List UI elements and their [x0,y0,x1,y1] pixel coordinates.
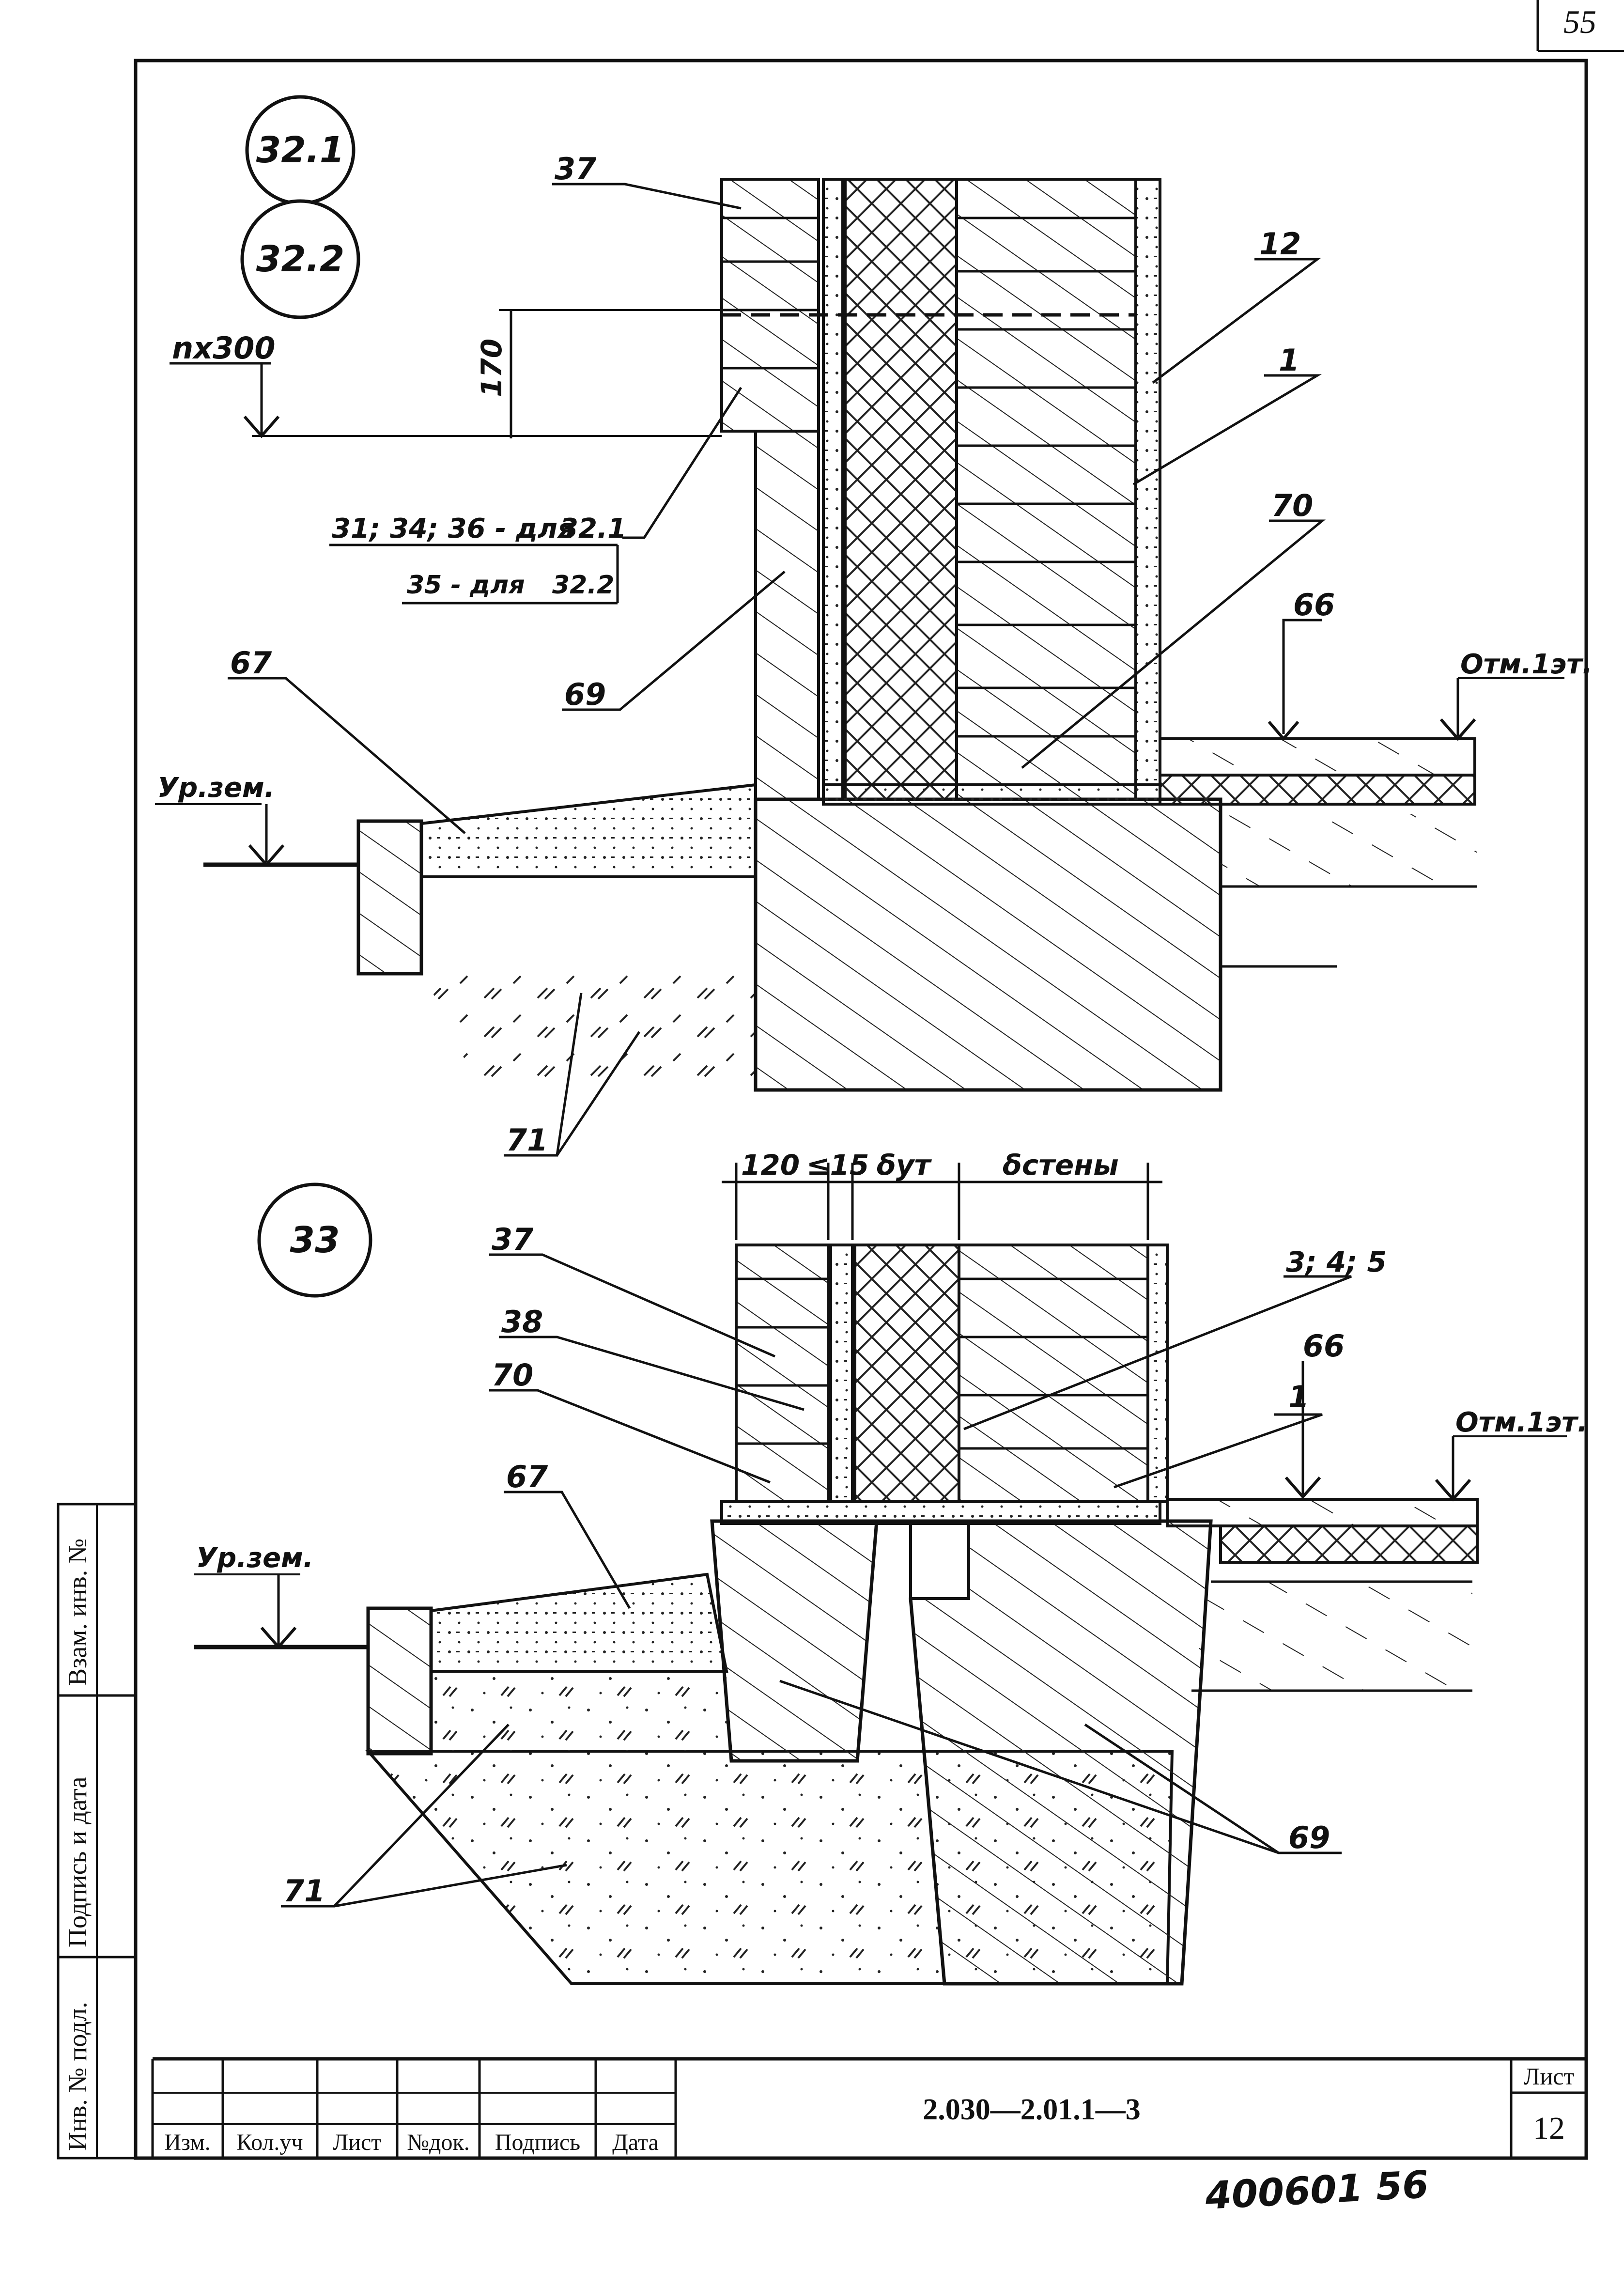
callout-12-a: 12 [1259,226,1301,262]
drawing-code: 2.030—2.01.1—3 [923,2093,1141,2126]
inner-plaster-b [1146,1244,1169,1503]
callout-66-b: 66 [1303,1328,1345,1364]
marker-label-32-2: 32.2 [256,238,345,280]
callout-1-b: 1 [1288,1379,1309,1415]
callout-70-a: 70 [1271,488,1313,523]
dim-insulation: δут [877,1149,932,1182]
sheet-number: 12 [1533,2111,1565,2146]
detail-marker-33 [257,1182,372,1298]
tb-header-list: Лист [333,2130,382,2155]
note-line2-ref: 32.2 [552,571,614,600]
soil-backfill [358,969,756,1080]
callout-66-a: 66 [1293,587,1335,622]
inner-masonry [955,178,1137,801]
callout-71-a: 71 [506,1122,548,1158]
callout-67-b: 67 [506,1459,548,1494]
dim-15: ≤15 [806,1149,869,1182]
tb-header-ndok: №док. [407,2130,470,2155]
detail-a: 32.1 32.2 [155,95,1593,1158]
callout-37-b: 37 [492,1222,534,1257]
blind-area-concrete [420,783,757,878]
stamp-inv-label: Инв. № подл. [63,2002,92,2151]
callout-345-b: 3; 4; 5 [1286,1245,1387,1278]
air-gap-mortar [822,178,844,801]
stamp-vzam-label: Взам. инв. № [63,1539,92,1686]
tb-header-podpis: Подпись [495,2130,580,2155]
waterproofing-base-b [720,1500,1161,1525]
tb-header-izm: Изм. [164,2130,210,2155]
marker-label-33: 33 [290,1219,340,1261]
callout-67-a: 67 [230,645,272,681]
note-line1-ref: 32.1 [559,513,626,544]
ground-right [1221,814,1477,886]
level-ground-b: Ур.зем. [196,1542,313,1574]
insulation-layer-b [853,1244,960,1503]
plinth-wall [754,430,820,801]
level-floor-b: Отм.1эт. [1455,1407,1588,1438]
dim-120: 120 [741,1149,800,1182]
floor-insulation-b [1219,1524,1479,1564]
inner-plaster [1134,178,1161,801]
facing-brick-layer [720,178,820,433]
sheet-corner-number: 55 [1563,3,1596,40]
sand-under-blind [431,1671,727,1751]
level-ground-a: Ур.зем. [157,772,275,804]
callout-38-b: 38 [501,1304,543,1339]
detail-marker-32-2 [240,199,360,319]
insulation-layer [844,178,958,801]
foundation-notch [909,1520,970,1600]
sheet-frame [134,59,1588,2160]
blind-area-concrete-b [430,1572,728,1673]
detail-b: 33 120 ≤15 δут δстены [194,1149,1588,1986]
stamp-podpis-label: Подпись и дата [63,1776,92,1947]
curb-stone-b [366,1606,433,1756]
note-line2-items: 35 - для [407,571,525,600]
air-gap-b [829,1244,854,1503]
ground-right-b [1191,1582,1472,1691]
facing-brick-layer-b [735,1244,830,1503]
dimension-170: 170 [475,339,508,397]
floor-insulation [1159,774,1476,806]
callout-69-a: 69 [564,677,606,712]
foundation-block [754,797,1222,1092]
callout-69-b: 69 [1288,1820,1330,1855]
inner-masonry-b [958,1244,1149,1503]
callout-71-b: 71 [283,1873,325,1909]
callout-37-a: 37 [555,151,597,187]
floor-screed [1159,737,1476,777]
foundation-block-left [710,1519,879,1763]
callout-1-a: 1 [1279,342,1299,378]
archive-number: 400601 56 [1204,2163,1429,2218]
note-line1-items: 31; 34; 36 - для [332,513,575,544]
marker-label-32-1: 32.1 [256,129,345,171]
waterproofing-base [822,783,1161,806]
tb-header-data: Дата [612,2130,659,2155]
dim-wall: δстены [1003,1149,1119,1182]
level-nx300: nх300 [172,330,276,366]
sheet-label: Лист [1524,2063,1575,2090]
title-block: Изм. Кол.уч Лист №док. Подпись Дата 2.03… [151,2057,1586,2158]
floor-screed-b [1166,1498,1479,1527]
curb-stone [356,819,423,976]
level-floor-a: Отм.1эт. [1460,649,1593,680]
callout-70-b: 70 [492,1357,533,1393]
tb-header-kol: Кол.уч [236,2130,303,2155]
